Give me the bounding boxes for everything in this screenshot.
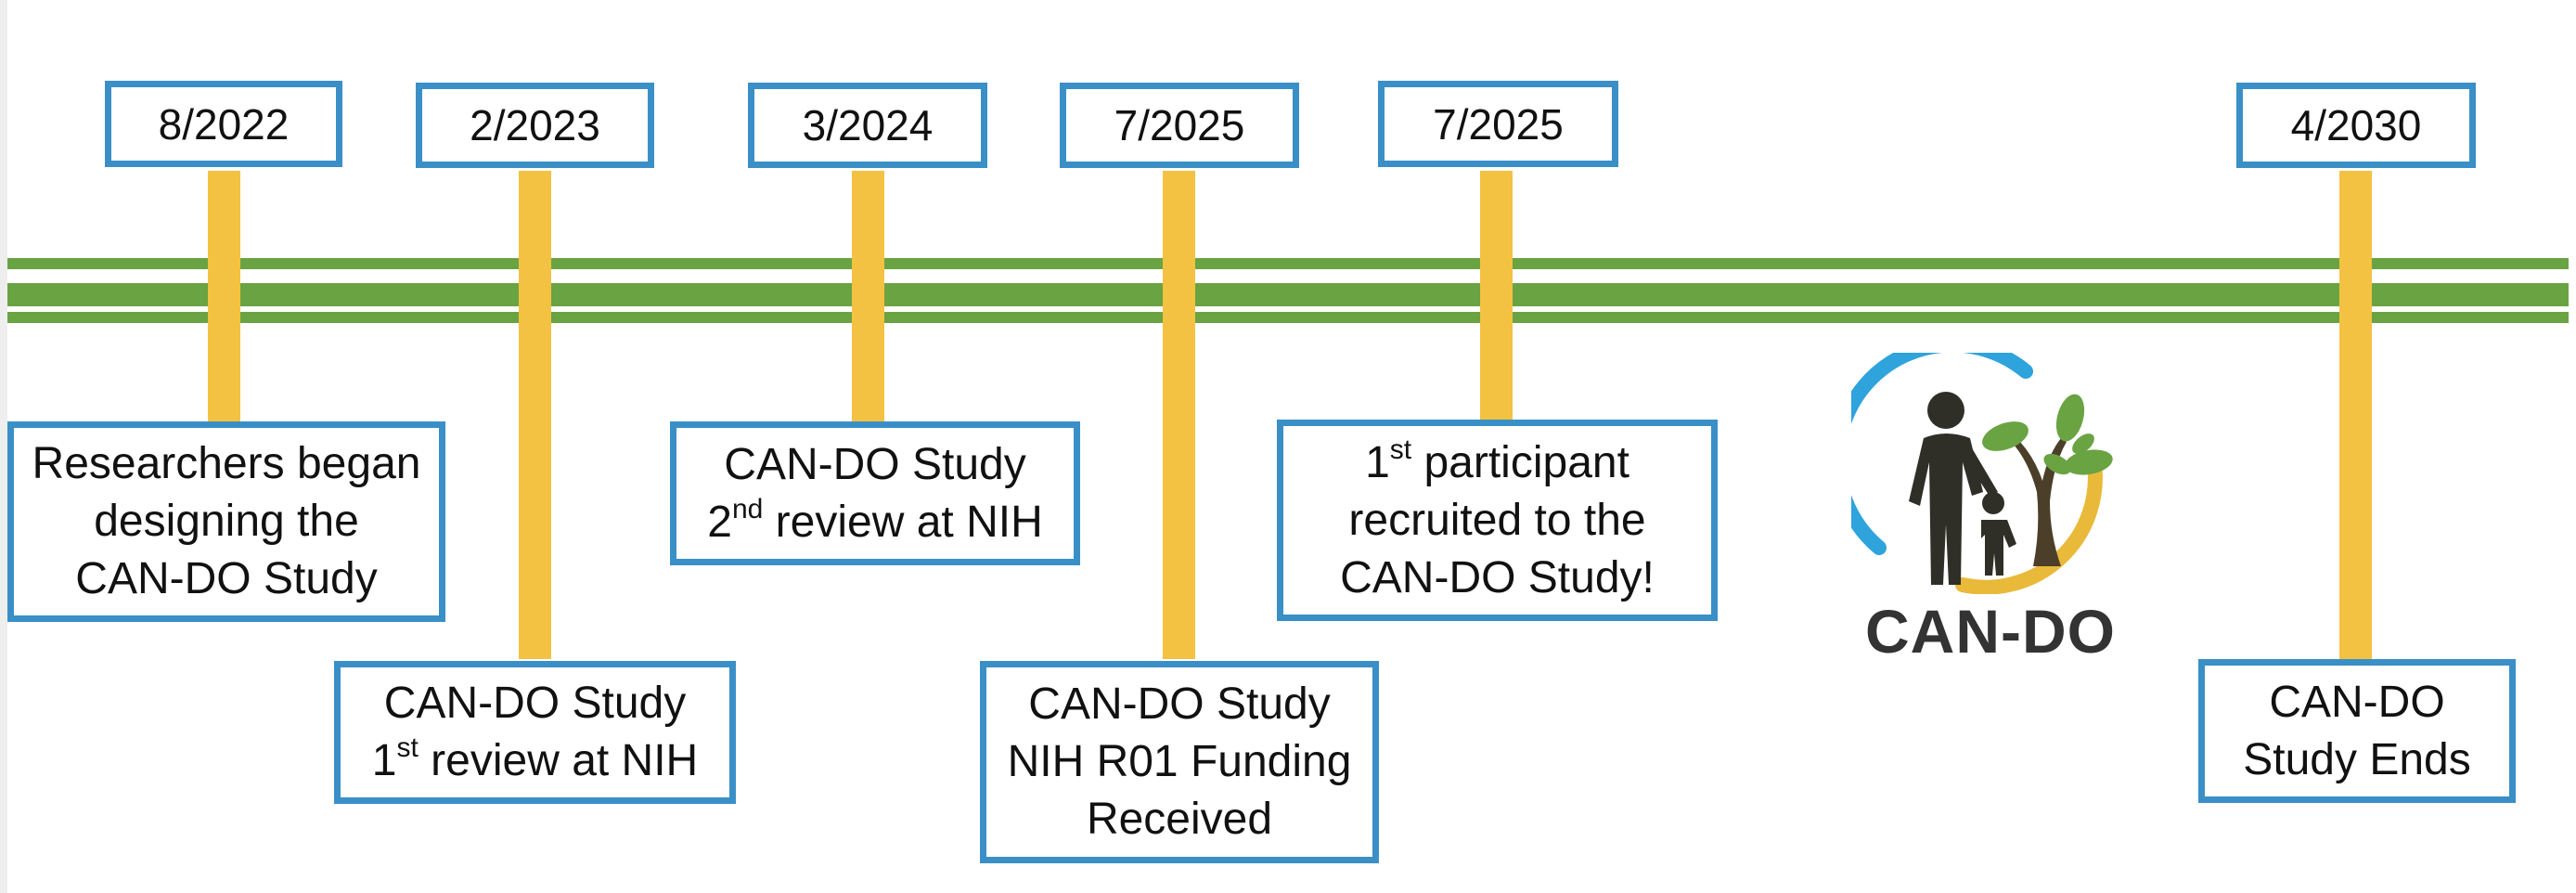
ordinal-suffix: nd xyxy=(731,493,764,524)
description-line: 2nd review at NIH xyxy=(707,493,1043,547)
description-line: Researchers began xyxy=(32,439,421,488)
ordinal-suffix: st xyxy=(1389,434,1412,465)
milestone-date: 4/2030 xyxy=(2236,83,2476,168)
milestone-date: 2/2023 xyxy=(416,83,654,168)
milestone-date: 8/2022 xyxy=(105,81,342,167)
description-line: CAN-DO Study xyxy=(724,439,1026,489)
description-line: CAN-DO Study! xyxy=(1340,552,1655,602)
milestone-stem xyxy=(519,171,551,659)
milestone-date: 7/2025 xyxy=(1378,81,1618,167)
description-line: CAN-DO Study xyxy=(1028,679,1331,729)
milestone-stem xyxy=(2339,171,2372,659)
milestone-stem xyxy=(208,171,240,423)
milestone-stem xyxy=(852,171,884,423)
milestone-date: 7/2025 xyxy=(1060,83,1299,168)
description-line: Received xyxy=(1086,795,1273,844)
description-line: designing the xyxy=(94,497,359,546)
milestone-date: 3/2024 xyxy=(748,83,987,168)
description-line: Study Ends xyxy=(2243,734,2471,784)
milestone-stem xyxy=(1480,171,1513,423)
can-do-logo: CAN-DO xyxy=(1830,337,2130,678)
description-line: 1st participant xyxy=(1365,434,1629,487)
logo-graphic xyxy=(1830,337,2113,595)
description-line: 1st review at NIH xyxy=(371,732,699,786)
left-edge-strip xyxy=(0,0,7,893)
description-line: CAN-DO xyxy=(2269,677,2445,727)
logo-wordmark: CAN-DO xyxy=(1865,597,2116,666)
description-line: CAN-DO Study xyxy=(383,679,687,728)
description-line: CAN-DO Study xyxy=(75,554,378,603)
ordinal-suffix: st xyxy=(396,732,419,763)
milestone-stem xyxy=(1163,171,1195,659)
timeline-band-bottom xyxy=(7,312,2569,323)
milestone-description: CAN-DO Study Ends xyxy=(2198,659,2516,803)
description-line: NIH R01 Funding xyxy=(1007,737,1352,786)
description-line: recruited to the xyxy=(1348,495,1646,545)
timeline-band-top xyxy=(7,258,2569,269)
timeline-band-middle xyxy=(7,283,2569,306)
